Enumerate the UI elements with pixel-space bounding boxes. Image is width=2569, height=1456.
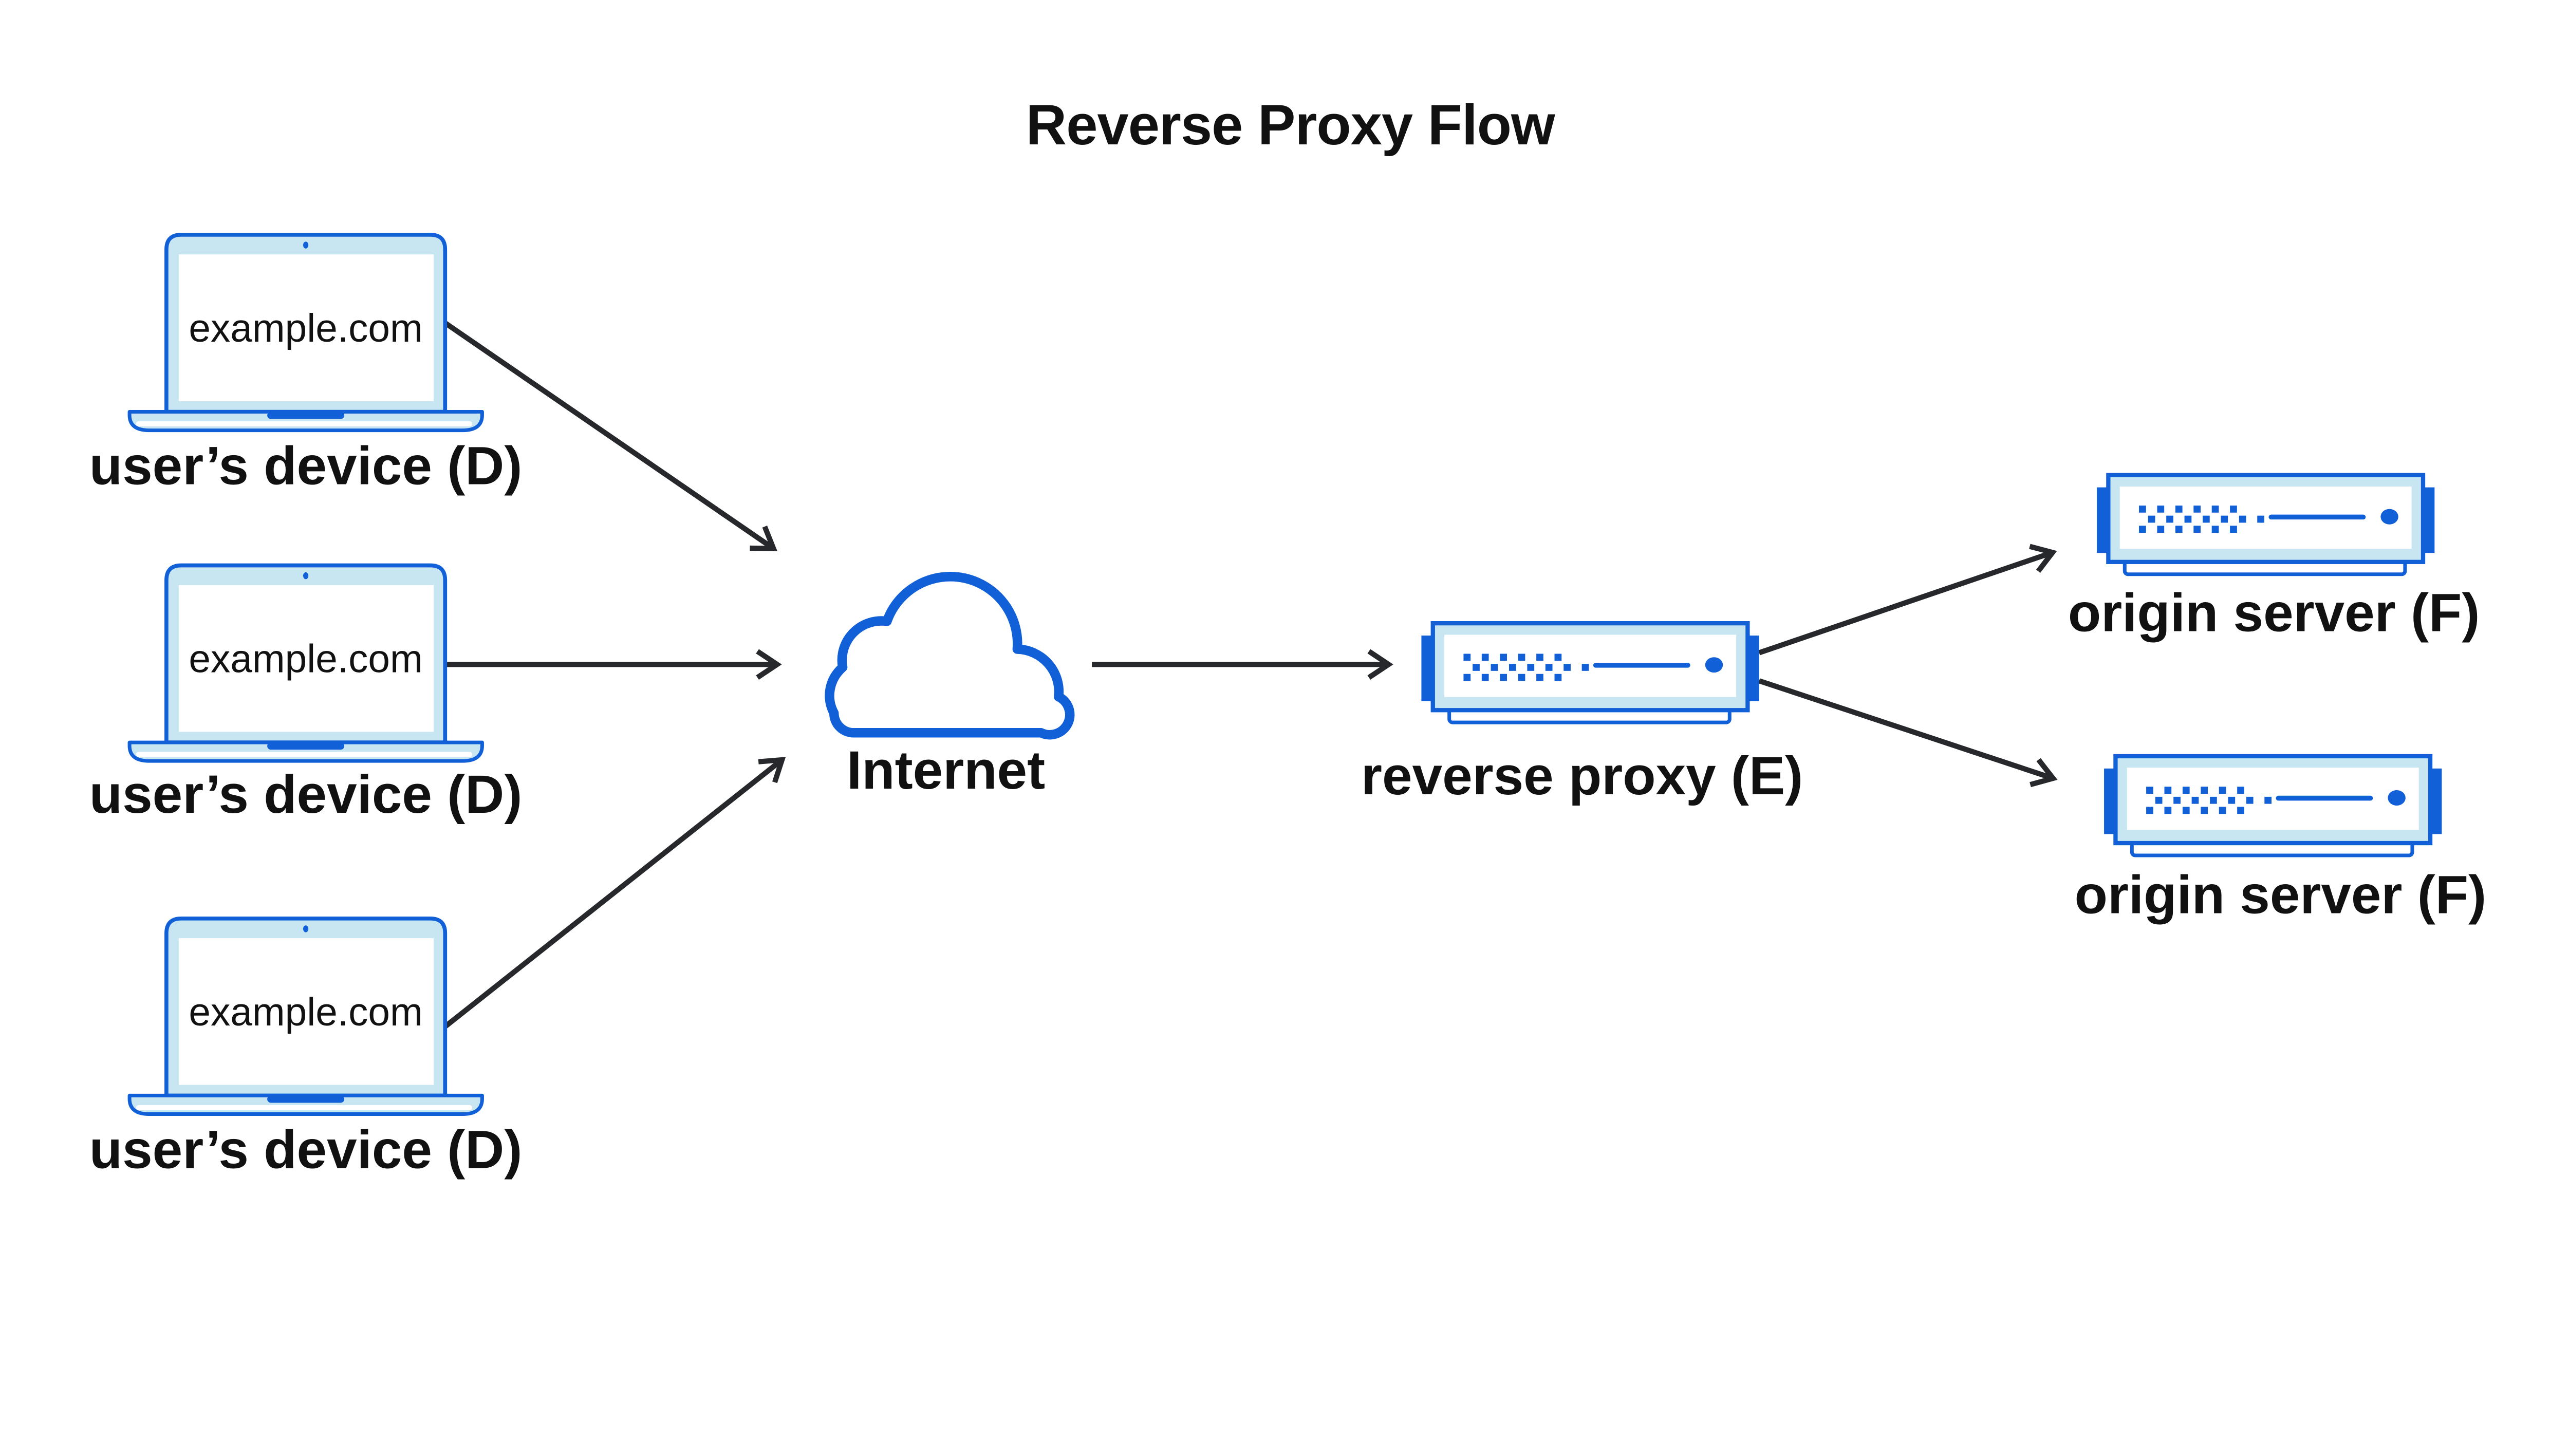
arrow-proxy-to-origin2 — [1758, 678, 2058, 788]
user-device-1: example.com user’s device (D) — [89, 235, 523, 496]
device3-label: user’s device (D) — [89, 1119, 523, 1180]
server-icon — [2097, 475, 2434, 574]
internet-label: Internet — [847, 740, 1045, 800]
internet: Internet — [825, 572, 1075, 800]
origin-server2-label: origin server (F) — [2075, 865, 2486, 925]
reverse-proxy-flow-diagram: Reverse Proxy Flow example.com user’s de… — [89, 93, 2487, 1180]
user-device-3: example.com user’s device (D) — [89, 919, 523, 1180]
arrow-proxy-to-origin1 — [1758, 544, 2057, 656]
origin-server-1: origin server (F) — [2068, 475, 2480, 643]
reverse-proxy: reverse proxy (E) — [1361, 623, 1803, 806]
server-icon — [1421, 623, 1759, 722]
arrow-device1-to-internet — [444, 321, 778, 551]
arrow-device3-to-internet — [444, 757, 786, 1029]
server-icon — [2104, 756, 2442, 855]
flow-arrows — [444, 321, 2058, 1029]
origin-server-2: origin server (F) — [2075, 756, 2486, 925]
reverse-proxy-label: reverse proxy (E) — [1361, 746, 1803, 806]
device3-screen-text: example.com — [189, 991, 422, 1034]
device2-label: user’s device (D) — [89, 764, 523, 825]
page-title: Reverse Proxy Flow — [1026, 94, 1555, 157]
device2-screen-text: example.com — [189, 638, 422, 681]
cloud-icon — [825, 572, 1075, 740]
device1-screen-text: example.com — [189, 307, 422, 350]
origin-server1-label: origin server (F) — [2068, 583, 2480, 643]
user-device-2: example.com user’s device (D) — [89, 566, 523, 825]
device1-label: user’s device (D) — [89, 436, 523, 496]
